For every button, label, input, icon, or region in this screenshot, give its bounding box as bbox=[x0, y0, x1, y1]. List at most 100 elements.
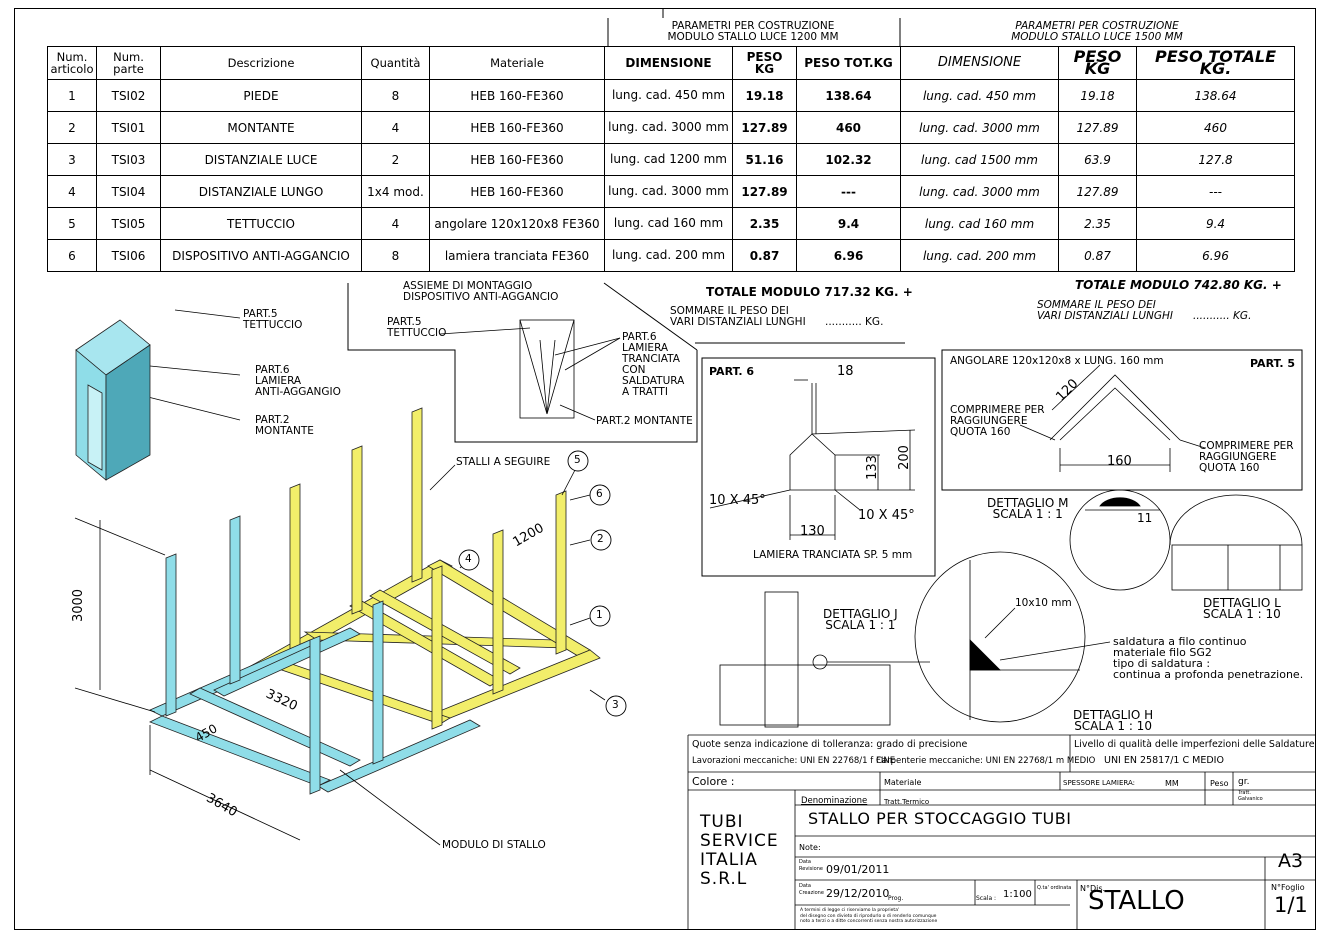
cell-tot1: 6.96 bbox=[796, 239, 901, 272]
tb-scala-label: Scala : bbox=[976, 895, 997, 902]
tb-legal: A termini di legge ci riserviamo la prop… bbox=[800, 908, 938, 924]
cell-num: 4 bbox=[47, 175, 97, 208]
tb-scala: 1:100 bbox=[1003, 889, 1032, 900]
cell-tot2: 9.4 bbox=[1136, 207, 1295, 240]
cell-desc: MONTANTE bbox=[160, 111, 362, 144]
cell-tot1: --- bbox=[796, 175, 901, 208]
tb-materiale: Materiale bbox=[884, 778, 922, 787]
cell-tot2: 6.96 bbox=[1136, 239, 1295, 272]
cell-dim1: lung. cad 160 mm bbox=[604, 207, 733, 240]
part6-title: PART. 6 bbox=[709, 365, 755, 378]
weld-size: 10x10 mm bbox=[1015, 597, 1072, 609]
part5-header: ANGOLARE 120x120x8 x LUNG. 160 mm bbox=[950, 355, 1164, 367]
cell-dim2: lung. cad. 200 mm bbox=[900, 239, 1059, 272]
col-peso-1500: PESO KG bbox=[1058, 46, 1137, 80]
cell-part: TSI06 bbox=[96, 239, 161, 272]
cell-tot2: --- bbox=[1136, 175, 1295, 208]
cell-peso1: 19.18 bbox=[732, 79, 797, 112]
balloon-5: 5 bbox=[574, 454, 581, 466]
balloon-4: 4 bbox=[465, 553, 472, 565]
part6-drawing bbox=[709, 379, 916, 540]
note-1200-2: VARI DISTANZIALI LUNGHI bbox=[670, 316, 806, 328]
drawing-frame bbox=[14, 8, 1316, 930]
balloons bbox=[458, 450, 627, 717]
tb-gr: gr. bbox=[1238, 777, 1250, 787]
note-1500-2: VARI DISTANZIALI LUNGHI bbox=[1037, 310, 1173, 322]
titleblock-lines bbox=[687, 734, 1316, 930]
part5-drawing bbox=[1019, 364, 1206, 472]
cell-part: TSI02 bbox=[96, 79, 161, 112]
detail-drawings bbox=[719, 489, 1303, 728]
tb-cre-date: 29/12/2010 bbox=[826, 887, 890, 900]
cell-tot1: 460 bbox=[796, 111, 901, 144]
cell-qty: 4 bbox=[361, 111, 430, 144]
tb-livello: Livello di qualità delle imperfezioni de… bbox=[1074, 739, 1315, 750]
tb-tolerance: Quote senza indicazione di tolleranza: g… bbox=[692, 739, 968, 750]
col-dimensione-1200: DIMENSIONE bbox=[604, 46, 733, 80]
note-1200-kg: ........... KG. bbox=[825, 316, 884, 328]
col-num-articolo: Num. articolo bbox=[47, 46, 97, 80]
balloon-1: 1 bbox=[596, 609, 603, 621]
cell-dim1: lung. cad 1200 mm bbox=[604, 143, 733, 176]
cell-part: TSI03 bbox=[96, 143, 161, 176]
cell-mat: angolare 120x120x8 FE360 bbox=[429, 207, 605, 240]
cell-desc: DISTANZIALE LUNGO bbox=[160, 175, 362, 208]
rack-isometric bbox=[149, 407, 601, 795]
cyan-posts bbox=[165, 515, 384, 795]
tb-denominazione: Denominazione bbox=[801, 796, 868, 806]
tb-lavorazioni: Lavorazioni meccaniche: UNI EN 22768/1 f… bbox=[692, 756, 896, 766]
assembly-drawing bbox=[439, 319, 621, 421]
cell-dim2: lung. cad 160 mm bbox=[900, 207, 1059, 240]
tb-peso: Peso bbox=[1210, 779, 1229, 788]
part5-title: PART. 5 bbox=[1250, 357, 1296, 370]
tb-foglio: 1/1 bbox=[1274, 893, 1308, 917]
tb-carpenterie: Carpenterie meccaniche: UNI EN 22768/1 m… bbox=[876, 756, 1096, 766]
part6-d18: 18 bbox=[837, 364, 854, 379]
tb-ndis: N°Dis. bbox=[1080, 884, 1106, 893]
tb-format: A3 bbox=[1278, 850, 1304, 872]
tb-galvanico: Tratt.Galvanico bbox=[1238, 790, 1263, 802]
cell-desc: PIEDE bbox=[160, 79, 362, 112]
post-detail-iso bbox=[75, 319, 151, 481]
cell-tot2: 460 bbox=[1136, 111, 1295, 144]
cell-dim1: lung. cad. 200 mm bbox=[604, 239, 733, 272]
cell-tot2: 138.64 bbox=[1136, 79, 1295, 112]
note-1200-1: SOMMARE IL PESO DEI bbox=[670, 305, 789, 317]
cell-desc: DISPOSITIVO ANTI-AGGANCIO bbox=[160, 239, 362, 272]
balloon-3: 3 bbox=[612, 699, 619, 711]
part6-caption: LAMIERA TRANCIATA SP. 5 mm bbox=[753, 549, 913, 561]
assembly-part2: PART.2 MONTANTE bbox=[596, 415, 693, 427]
drawing-title: STALLO PER STOCCAGGIO TUBI bbox=[808, 809, 1072, 828]
total-1200: TOTALE MODULO 717.32 KG. + bbox=[706, 285, 913, 299]
cell-dim1: lung. cad. 450 mm bbox=[604, 79, 733, 112]
tb-prog: Prog. bbox=[888, 895, 904, 902]
cell-tot2: 127.8 bbox=[1136, 143, 1295, 176]
total-1500: TOTALE MODULO 742.80 KG. + bbox=[1075, 278, 1282, 292]
part6-d130: 130 bbox=[800, 524, 825, 539]
balloon-2: 2 bbox=[597, 533, 604, 545]
part6-d200: 200 bbox=[896, 445, 912, 470]
part6-chamfer-left: 10 X 45° bbox=[709, 493, 766, 508]
